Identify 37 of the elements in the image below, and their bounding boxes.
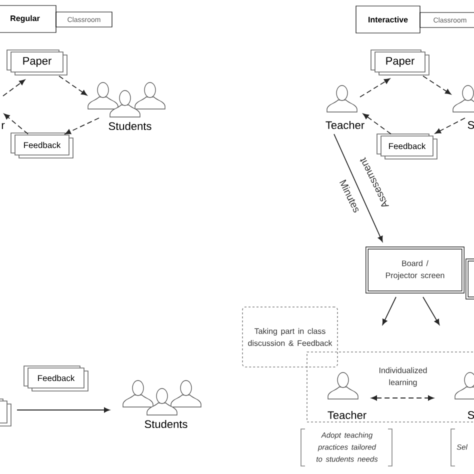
node-label: Teacher <box>326 120 364 130</box>
card-stack: Paper <box>6 50 68 76</box>
arrow <box>371 395 434 401</box>
arrow <box>58 76 88 96</box>
arrow <box>382 296 396 325</box>
arrow <box>4 114 28 134</box>
title-box: Regular <box>0 5 56 33</box>
people-group: Students <box>122 380 202 428</box>
arrow <box>435 118 466 134</box>
screen-box: Board / Projector screen <box>366 246 464 294</box>
card-stack: Paper <box>370 50 430 76</box>
person-label: S <box>452 85 474 129</box>
edge-label: Individualized learning <box>372 366 434 388</box>
card-stack: Feedback <box>376 134 438 160</box>
arrow <box>334 134 383 242</box>
arrow <box>2 80 26 96</box>
node-label: Students <box>144 420 188 428</box>
arrow <box>360 78 390 98</box>
arrow <box>16 407 110 413</box>
card-stack <box>0 398 12 426</box>
person-label: r <box>2 123 5 129</box>
people-group: Students <box>88 82 166 130</box>
arrow <box>422 296 440 326</box>
arrow <box>362 114 392 134</box>
note-box: Taking part in class discussion & Feedback <box>242 306 338 368</box>
screen-box <box>466 258 474 300</box>
person-figure: Teacher <box>326 85 364 130</box>
card-stack: Feedback <box>24 366 88 392</box>
arrow <box>65 118 100 134</box>
person-label: S <box>454 372 474 419</box>
title-box: Interactive <box>356 6 420 34</box>
arrow <box>422 76 452 95</box>
card-stack: Feedback <box>10 132 74 158</box>
person-figure: Teacher <box>328 372 366 420</box>
dashed-region <box>306 352 474 422</box>
node-label: Students <box>108 122 152 130</box>
node-label: Teacher <box>328 410 366 420</box>
